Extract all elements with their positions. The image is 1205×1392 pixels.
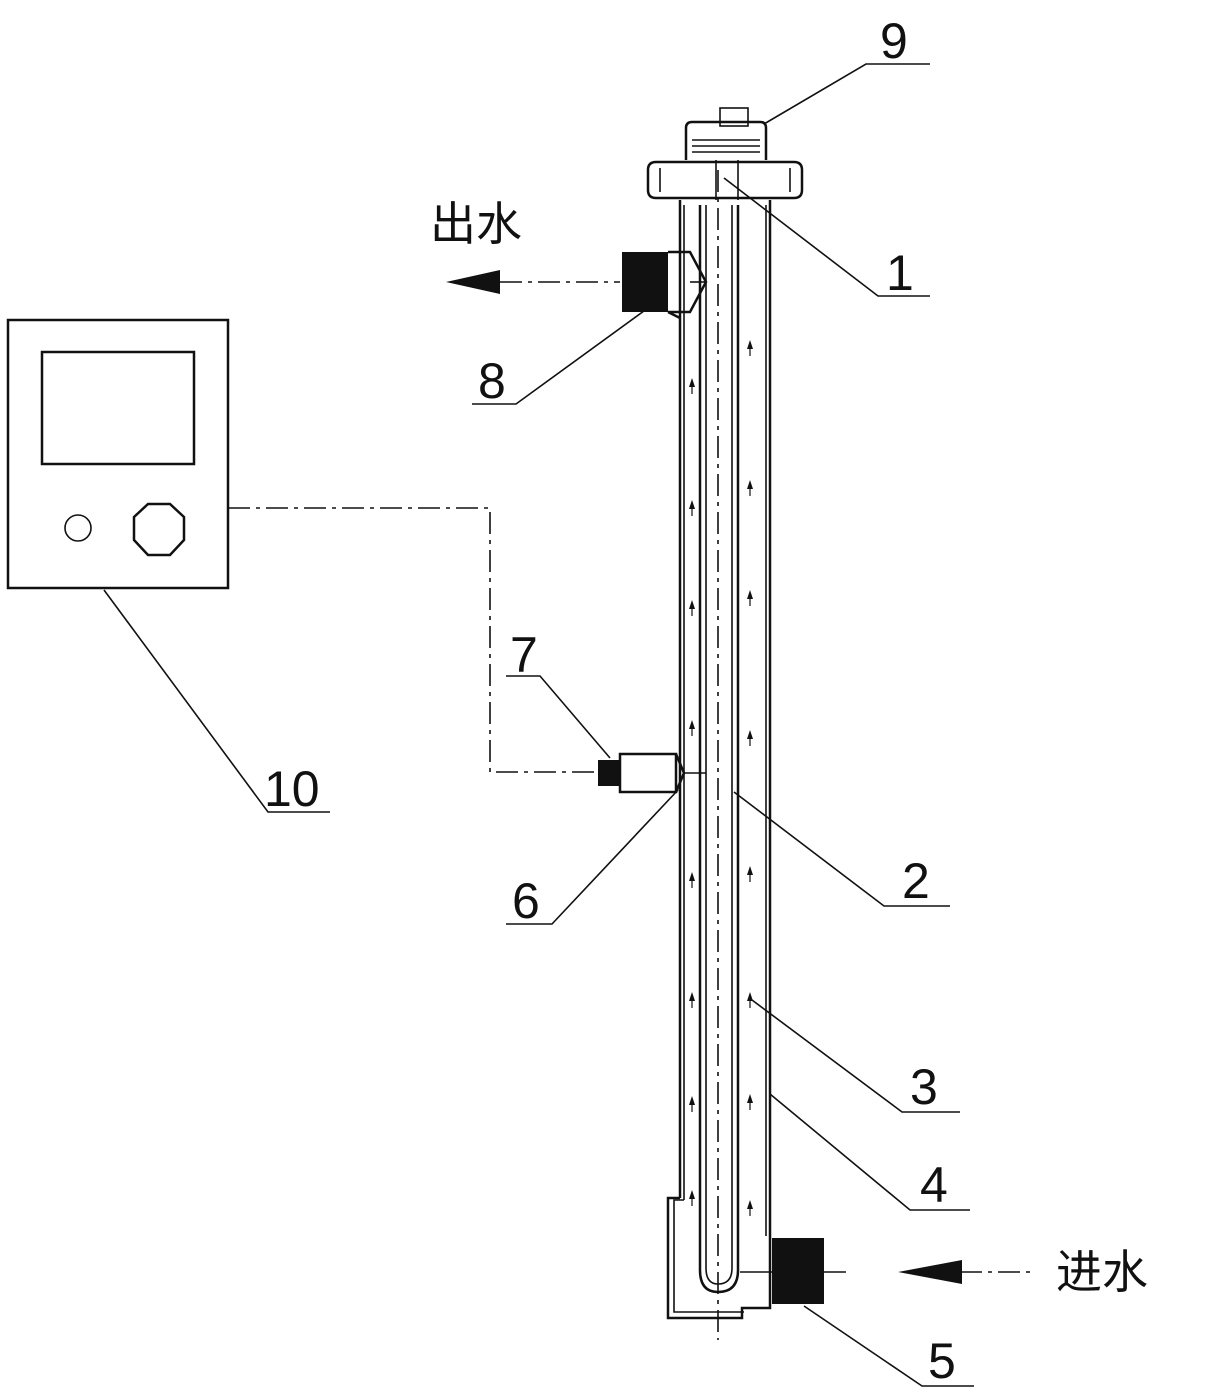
signal-wire — [228, 507, 596, 773]
flow-arrow-mark — [747, 730, 753, 739]
outlet-fitting — [622, 250, 708, 320]
part-label-2: 2 — [902, 853, 930, 909]
part-label-1: 1 — [886, 245, 914, 301]
controller-control-knob — [132, 502, 186, 557]
outlet-thread — [622, 252, 668, 312]
sensor-assembly — [598, 752, 706, 794]
flow-arrow-mark — [747, 480, 753, 489]
temperature-sensor — [598, 760, 620, 786]
inlet-label: 进水 — [1056, 1245, 1148, 1299]
flow-arrow-mark — [747, 992, 753, 1001]
part-label-10: 10 — [264, 761, 320, 817]
flow-arrow-mark — [689, 500, 695, 509]
controller-housing — [6, 318, 230, 590]
inlet-thread — [772, 1238, 824, 1304]
flow-arrow-mark — [689, 1190, 695, 1199]
outlet-flow-arrow — [446, 270, 500, 294]
flow-arrow-mark — [747, 1200, 753, 1209]
heating-element — [698, 170, 740, 1340]
part-label-4: 4 — [920, 1157, 948, 1213]
terminal-post — [719, 107, 749, 127]
part-label-8: 8 — [478, 353, 506, 409]
controller-indicator-light — [64, 514, 92, 542]
outlet-label: 出水 — [430, 197, 522, 251]
flow-arrow-mark — [689, 872, 695, 881]
flow-arrow-mark — [689, 1096, 695, 1105]
outer-tube — [666, 200, 772, 1320]
flange — [646, 160, 804, 200]
flow-arrow-mark — [689, 992, 695, 1001]
flow-arrow-mark — [747, 340, 753, 349]
inlet-fitting — [740, 1238, 824, 1304]
part-label-3: 3 — [910, 1059, 938, 1115]
part-label-5: 5 — [928, 1333, 956, 1389]
flow-arrow-mark — [747, 1094, 753, 1103]
part-callouts: 9 1 8 7 6 10 2 3 4 5 — [103, 13, 974, 1389]
flow-arrow-mark — [689, 600, 695, 609]
part-label-9: 9 — [880, 13, 908, 69]
flow-arrows — [689, 340, 753, 1216]
part-label-6: 6 — [512, 873, 540, 929]
flow-arrow-mark — [747, 590, 753, 599]
flow-arrow-mark — [689, 720, 695, 729]
top-cap-assembly — [646, 107, 804, 200]
inlet-flow-arrow — [898, 1260, 962, 1284]
top-cap — [684, 120, 768, 160]
part-label-7: 7 — [510, 627, 538, 683]
flow-arrow-mark — [747, 866, 753, 875]
sensor-port — [618, 752, 678, 794]
controller-display-screen — [40, 350, 196, 466]
controller-unit — [6, 318, 230, 590]
flow-arrow-mark — [689, 378, 695, 387]
